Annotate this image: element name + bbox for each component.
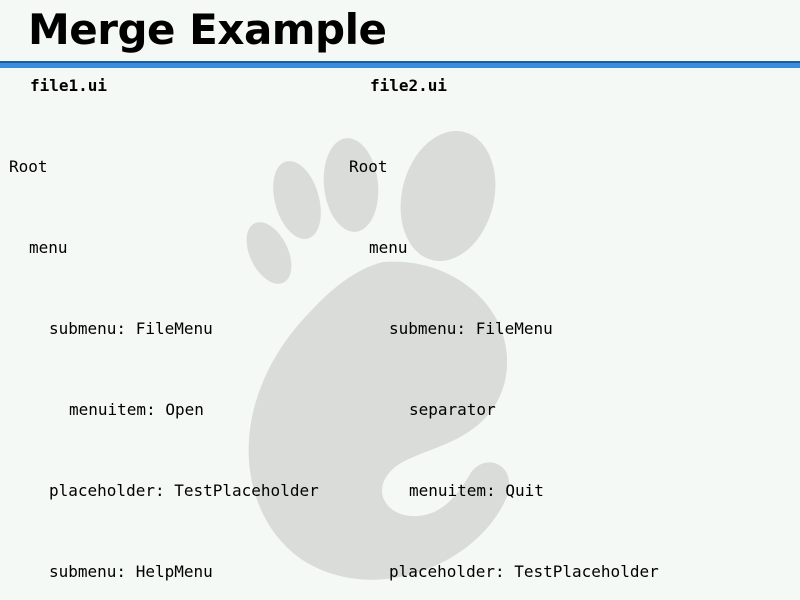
- page-title: Merge Example: [28, 5, 387, 54]
- tree-line: placeholder: TestPlaceholder: [49, 481, 319, 500]
- tree-line: separator: [409, 400, 496, 419]
- column-heading-file2: file2.ui: [370, 76, 448, 95]
- column-file1: file1.ui Root menu submenu: FileMenu men…: [0, 72, 360, 600]
- tree-line: submenu: HelpMenu: [49, 562, 213, 581]
- tree-line: menu: [29, 238, 68, 257]
- title-underline-rule: [0, 61, 800, 68]
- column-heading-file1: file1.ui: [30, 76, 108, 95]
- tree-file1: Root menu submenu: FileMenu menuitem: Op…: [0, 99, 360, 600]
- tree-line: submenu: FileMenu: [49, 319, 213, 338]
- title-bar: Merge Example: [0, 0, 800, 61]
- tree-line: menu: [369, 238, 408, 257]
- tree-file2: Root menu submenu: FileMenu separator me…: [340, 99, 800, 600]
- tree-line: Root: [349, 157, 388, 176]
- tree-line: Root: [9, 157, 48, 176]
- tree-line: submenu: FileMenu: [389, 319, 553, 338]
- tree-line: menuitem: Open: [69, 400, 204, 419]
- column-file2: file2.ui Root menu submenu: FileMenu sep…: [340, 72, 800, 600]
- tree-line: placeholder: TestPlaceholder: [389, 562, 659, 581]
- tree-line: menuitem: Quit: [409, 481, 544, 500]
